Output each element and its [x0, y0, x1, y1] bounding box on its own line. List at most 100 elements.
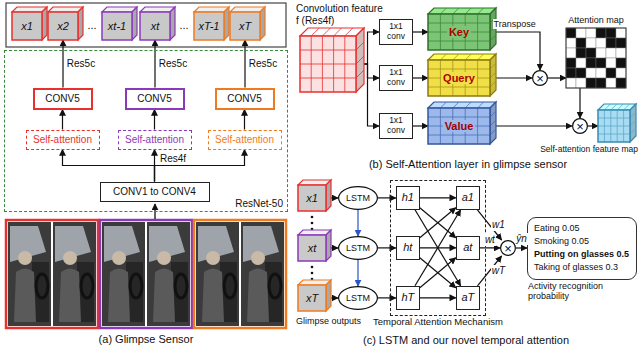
glimpse-output-cube: xt [298, 235, 326, 261]
conv5-block: CONV5 [125, 88, 185, 110]
connector [62, 110, 63, 130]
conv-block: CONV1 to CONV4 [100, 182, 210, 202]
node-label: × [576, 120, 584, 133]
video-frame [196, 222, 239, 326]
cube-outline [102, 12, 132, 40]
attention-cell [566, 48, 576, 58]
video-frame [8, 222, 51, 326]
cube-outline [298, 285, 326, 311]
node-label: xt-1 [108, 20, 126, 33]
feature-map-tensor: Self-attention feature map [598, 110, 630, 142]
node-label: ht [403, 241, 412, 254]
node-label: Query [441, 72, 477, 85]
grid-line [490, 111, 496, 117]
node-label: aT [461, 291, 474, 304]
self-attention-block: Self-attention [208, 130, 282, 150]
grid-line [428, 117, 490, 118]
cube-front-face [102, 12, 132, 40]
connector [548, 77, 566, 78]
connector-label: ŷn [515, 233, 528, 245]
connector [154, 40, 155, 88]
circle-outline [533, 71, 548, 86]
annotation: Glimpse outputs [296, 316, 361, 326]
grid-line [453, 8, 459, 14]
attention-cell [606, 48, 616, 58]
connector [378, 247, 396, 248]
attention-cell [576, 28, 586, 38]
conv5-block: CONV5 [33, 88, 93, 110]
grid-line [300, 50, 356, 51]
ellipsis-dot [311, 222, 314, 225]
attention-cell [616, 78, 626, 88]
cube-front-face [300, 36, 356, 92]
cube-front-face [298, 235, 326, 261]
node-label: 1x1 conv [384, 116, 408, 136]
attention-cell [606, 78, 616, 88]
cube-top-face [428, 102, 496, 108]
connector [244, 40, 245, 88]
connector [415, 210, 461, 286]
self-attention-block: Self-attention [26, 130, 100, 150]
attention-map: Attention map [566, 28, 626, 88]
node-label: Value [443, 120, 476, 133]
attention-cell [616, 28, 626, 38]
cube-side-face [356, 28, 364, 92]
node-label: hT [401, 291, 414, 304]
cube-front-face [428, 60, 490, 96]
ellipsis-dot [311, 216, 314, 219]
grid-line [428, 41, 490, 42]
grid-line [453, 102, 459, 108]
frame-group-outline [6, 220, 98, 328]
annotation: ... [87, 19, 96, 32]
attention-cell [616, 68, 626, 78]
node-label: LSTM [346, 243, 370, 253]
grid-line [453, 54, 459, 60]
grid-line [428, 23, 490, 24]
connector [62, 40, 63, 88]
circle-outline [501, 241, 516, 256]
cube-outline [300, 36, 356, 92]
node-heading: Convolution feature f (Res4f) [296, 3, 388, 26]
connector [579, 88, 580, 118]
connector-label: Res5c [248, 58, 278, 70]
multiply-operator: × [500, 240, 516, 256]
attention-cell [586, 78, 596, 88]
panel-caption: (a) Glimpse Sensor [99, 333, 194, 346]
grid-line [478, 54, 484, 60]
frame-group-outline [100, 220, 192, 328]
connector [420, 258, 456, 288]
cube-outline [598, 110, 630, 142]
circle-outline [573, 119, 588, 134]
grid-line [428, 69, 490, 70]
connector [420, 258, 456, 288]
attention-cell [576, 78, 586, 88]
hidden-state: h1 [396, 186, 420, 210]
node-label: x1 [306, 192, 318, 205]
grid-line [490, 63, 496, 69]
attention-cell [576, 68, 586, 78]
video-frame [53, 222, 96, 326]
node-label: x1 [21, 20, 33, 33]
attention-cell [586, 68, 596, 78]
node-label: CONV1 to CONV4 [113, 186, 196, 198]
cube-front-face [194, 12, 224, 40]
attention-cell [566, 28, 576, 38]
attention-cell [596, 68, 606, 78]
attention-weight: a1 [456, 186, 480, 210]
glimpse-output-frame [6, 3, 286, 47]
grid-line [630, 128, 636, 134]
grid-line [490, 35, 496, 41]
connector [420, 297, 456, 298]
grid-line [465, 102, 471, 108]
node-heading: Temporal Attention Mechanism [373, 317, 503, 328]
attention-cell [606, 68, 616, 78]
grid-line [630, 120, 636, 126]
grid-line [440, 102, 446, 108]
attention-cell [586, 58, 596, 68]
attention-cell [566, 78, 576, 88]
node-label: 1x1 conv [384, 22, 408, 42]
grid-line [345, 28, 353, 36]
panel-caption: (c) LSTM and our novel temporal attentio… [363, 334, 569, 347]
annotation: ... [179, 19, 188, 32]
connector [420, 197, 456, 198]
